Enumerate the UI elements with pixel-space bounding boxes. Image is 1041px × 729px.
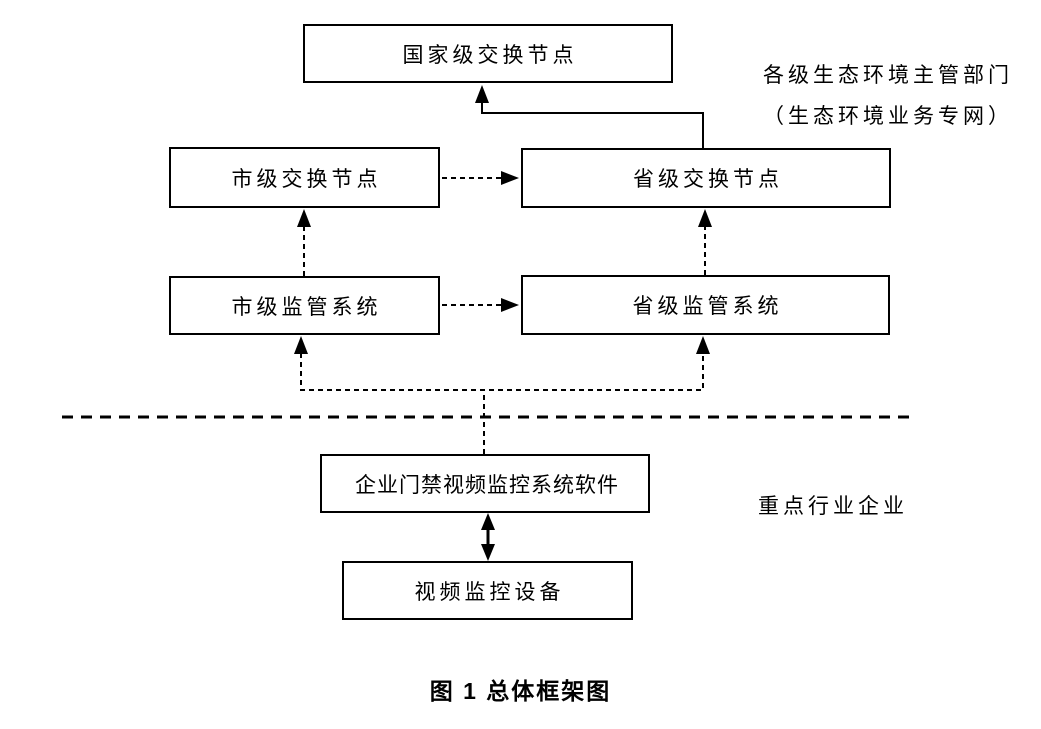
arrowhead-up-city-exchange (297, 209, 311, 227)
node-national-exchange: 国家级交换节点 (303, 24, 673, 83)
arrowhead-down-video-equipment (481, 544, 495, 561)
zone-label-enterprise-text: 重点行业企业 (758, 494, 908, 518)
connector-enterprise-branch (300, 353, 704, 391)
node-city-exchange: 市级交换节点 (169, 147, 440, 208)
figure-caption: 图 1 总体框架图 (429, 678, 612, 704)
zone-label-government: 各级生态环境主管部门 （生态环境业务专网） (738, 55, 1038, 137)
node-provincial-supervision-label: 省级监管系统 (632, 294, 783, 318)
node-city-supervision-label: 市级监管系统 (231, 294, 382, 319)
node-provincial-supervision: 省级监管系统 (521, 275, 890, 335)
arrowhead-up-national (475, 85, 489, 103)
node-provincial-exchange-label: 省级交换节点 (633, 167, 783, 191)
node-city-exchange-label: 市级交换节点 (231, 166, 382, 191)
arrowhead-up-enterprise-software (481, 513, 495, 530)
node-video-equipment-label: 视频监控设备 (414, 579, 565, 604)
node-enterprise-software-label: 企业门禁视频监控系统软件 (355, 472, 619, 497)
arrowhead-up-provincial-exchange (698, 209, 712, 227)
arrowhead-up-provincial-supervision (696, 336, 710, 354)
zone-label-government-line1: 各级生态环境主管部门 (763, 63, 1013, 87)
node-video-equipment: 视频监控设备 (342, 561, 633, 620)
node-provincial-exchange: 省级交换节点 (521, 148, 891, 208)
zone-label-enterprise: 重点行业企业 (758, 486, 908, 527)
zone-label-government-line2: （生态环境业务专网） (763, 104, 1013, 128)
node-enterprise-software: 企业门禁视频监控系统软件 (320, 454, 650, 513)
node-national-exchange-label: 国家级交换节点 (402, 42, 578, 67)
arrowhead-right-provincial-supervision (501, 298, 519, 312)
arrowhead-right-provincial-exchange (501, 171, 519, 185)
arrowhead-up-city-supervision (294, 336, 308, 354)
node-city-supervision: 市级监管系统 (169, 276, 440, 335)
connector-provincial-to-national-line (481, 101, 704, 148)
